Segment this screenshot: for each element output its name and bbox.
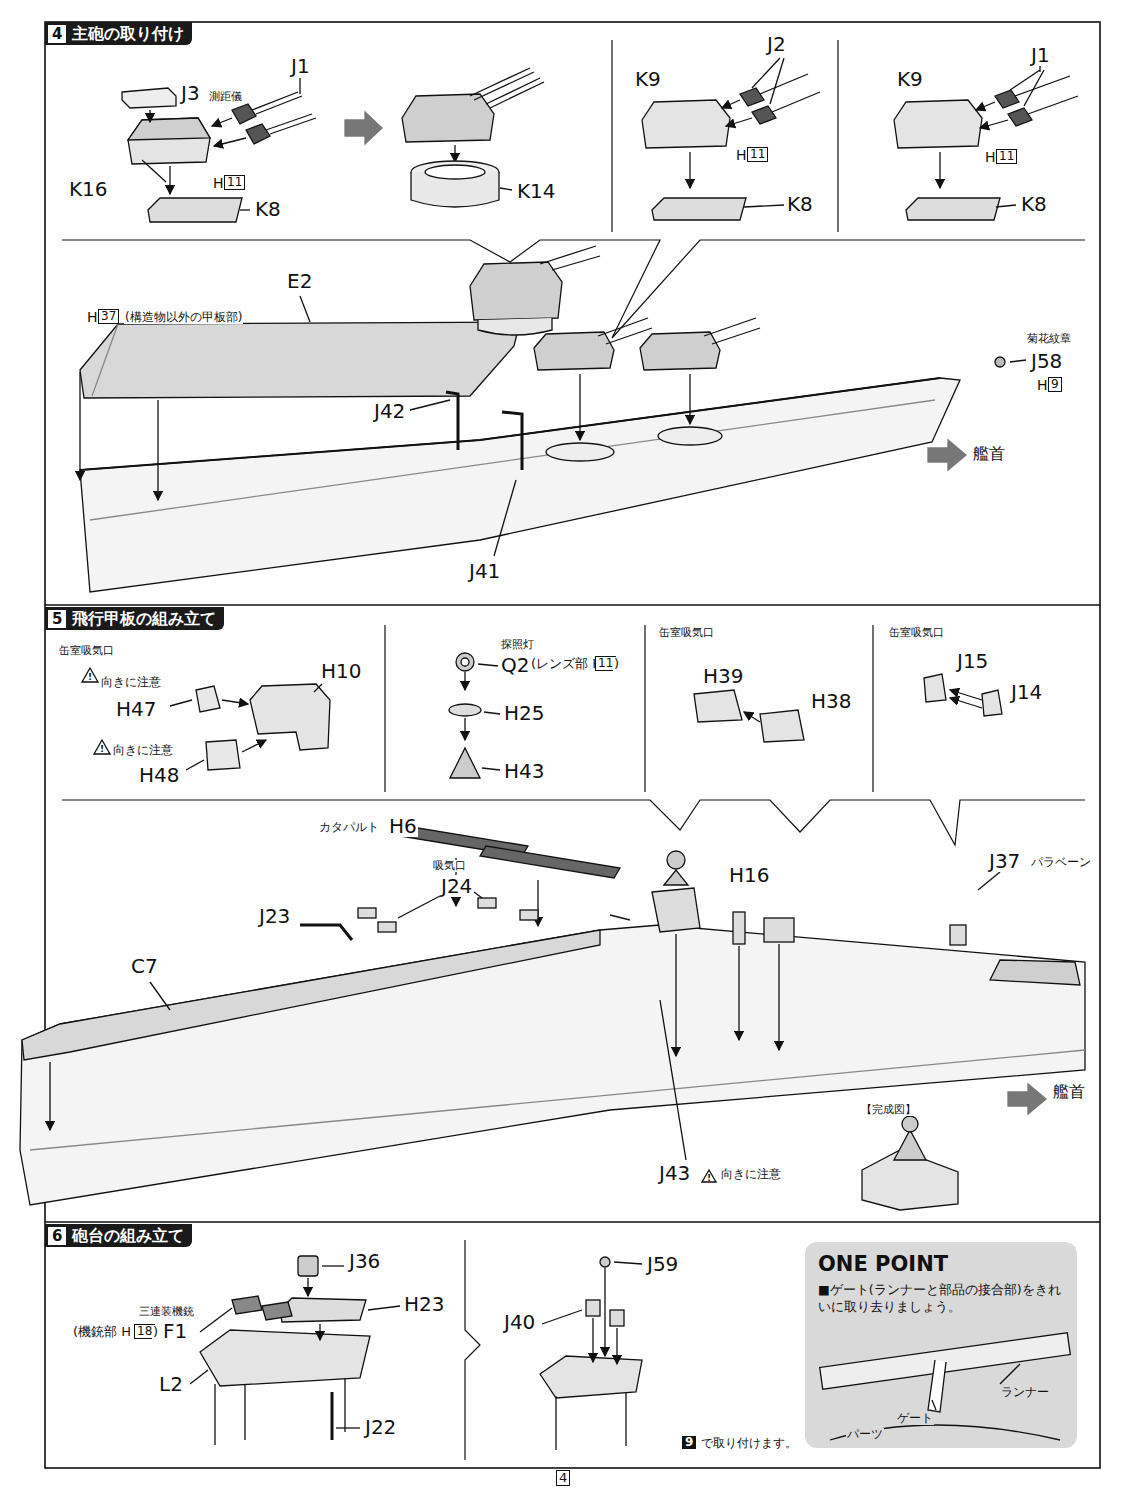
part-number: J40 — [503, 1311, 536, 1333]
part-number: K8 — [786, 193, 814, 215]
note-text: ゲート — [896, 1412, 934, 1425]
part-number: K16 — [68, 178, 109, 200]
boxed-number: 11 — [224, 175, 245, 190]
note-text: 菊花紋章 — [1026, 333, 1072, 345]
part-number: J23 — [258, 905, 291, 927]
section-header: 5 飛行甲板の組み立て — [45, 607, 224, 630]
part-number: Q2 — [500, 654, 530, 676]
note-text: 缶室吸気口 — [888, 627, 945, 639]
note-text: 9 — [682, 1436, 696, 1449]
step-title: 砲台の組み立て — [72, 1226, 184, 1245]
note-text: ランナー — [1000, 1386, 1050, 1399]
tip-box: ONE POINT ■ゲート(ランナーと部品の接合部)をきれいに取り去りましょう。 — [818, 1252, 1068, 1316]
part-number: H48 — [138, 764, 181, 786]
part-number: K8 — [254, 198, 282, 220]
note-text: 缶室吸気口 — [58, 645, 115, 657]
part-number: K9 — [896, 68, 924, 90]
svg-text:!: ! — [100, 744, 104, 754]
note-text: ) — [613, 657, 620, 671]
boxed-number: 37 — [98, 309, 119, 324]
part-number: H10 — [320, 660, 363, 682]
part-number: H43 — [503, 760, 546, 782]
note-text: で取り付けます。 — [700, 1437, 798, 1450]
step-number: 6 — [48, 1227, 66, 1245]
part-number: K14 — [516, 180, 557, 202]
part-number: F1 — [162, 1320, 188, 1342]
part-number: H38 — [810, 690, 853, 712]
part-number: J42 — [373, 400, 406, 422]
svg-text:!: ! — [88, 672, 92, 682]
part-number: J1 — [290, 55, 311, 77]
part-number: J24 — [440, 875, 473, 897]
part-number: J43 — [658, 1162, 691, 1184]
note-text: H — [735, 148, 748, 163]
part-number: J36 — [348, 1250, 381, 1272]
step-title: 飛行甲板の組み立て — [72, 609, 216, 628]
step-title: 主砲の取り付け — [72, 24, 184, 43]
note-text: (機銃部 H — [72, 1325, 132, 1339]
part-number: J14 — [1010, 681, 1043, 703]
tip-body: ■ゲート(ランナーと部品の接合部)をきれいに取り去りましょう。 — [818, 1282, 1068, 1316]
part-number: H23 — [403, 1293, 446, 1315]
boxed-number: 11 — [747, 147, 768, 162]
boxed-number: 4 — [556, 1470, 570, 1486]
note-text: H — [86, 310, 99, 325]
tip-heading: ONE POINT — [818, 1252, 1068, 1276]
note-text: H — [1036, 378, 1049, 393]
part-number: L2 — [158, 1373, 184, 1395]
part-number: J1 — [1030, 44, 1051, 66]
svg-text:!: ! — [707, 1173, 711, 1183]
note-text: 【完成図】 — [860, 1104, 917, 1116]
note-text: H — [212, 176, 225, 191]
note-text: 艦首 — [1052, 1083, 1086, 1101]
part-number: E2 — [286, 270, 313, 292]
note-text: 向きに注意 — [112, 744, 174, 757]
part-number: H47 — [115, 698, 158, 720]
note-text: 探照灯 — [500, 639, 535, 651]
section-header: 4 主砲の取り付け — [45, 22, 192, 45]
part-number: H16 — [728, 864, 771, 886]
step-number: 5 — [48, 610, 66, 628]
part-number: H6 — [388, 815, 418, 837]
part-number: H39 — [702, 665, 745, 687]
part-number: C7 — [130, 955, 159, 977]
part-number: J37 — [988, 850, 1021, 872]
note-text: (構造物以外の甲板部) — [124, 311, 243, 324]
note-text: 三連装機銃 — [138, 1306, 195, 1318]
part-number: J41 — [468, 560, 501, 582]
part-number: J58 — [1030, 350, 1063, 372]
note-text: ) — [152, 1325, 159, 1339]
note-text: 吸気口 — [432, 860, 467, 872]
part-number: K9 — [634, 68, 662, 90]
note-text: 測距儀 — [208, 91, 243, 103]
note-text: カタパルト — [318, 821, 380, 834]
note-text: 缶室吸気口 — [658, 627, 715, 639]
part-number: J59 — [646, 1253, 679, 1275]
part-number: J15 — [956, 650, 989, 672]
note-text: 艦首 — [972, 445, 1006, 463]
part-number: H25 — [503, 702, 546, 724]
note-text: (レンズ部 H — [530, 657, 603, 671]
part-number: J22 — [364, 1416, 397, 1438]
part-number: J3 — [180, 82, 201, 104]
note-text: パラベーン — [1030, 856, 1092, 869]
section-header: 6 砲台の組み立て — [45, 1224, 192, 1247]
note-text: パーツ — [846, 1428, 884, 1441]
part-number: K8 — [1020, 193, 1048, 215]
boxed-number: 9 — [1048, 377, 1062, 392]
boxed-number: 11 — [996, 149, 1017, 164]
note-text: H — [984, 150, 997, 165]
note-text: 向きに注意 — [100, 676, 162, 689]
step-number: 4 — [48, 25, 66, 43]
part-number: J2 — [766, 33, 787, 55]
note-text: 向きに注意 — [720, 1168, 782, 1181]
